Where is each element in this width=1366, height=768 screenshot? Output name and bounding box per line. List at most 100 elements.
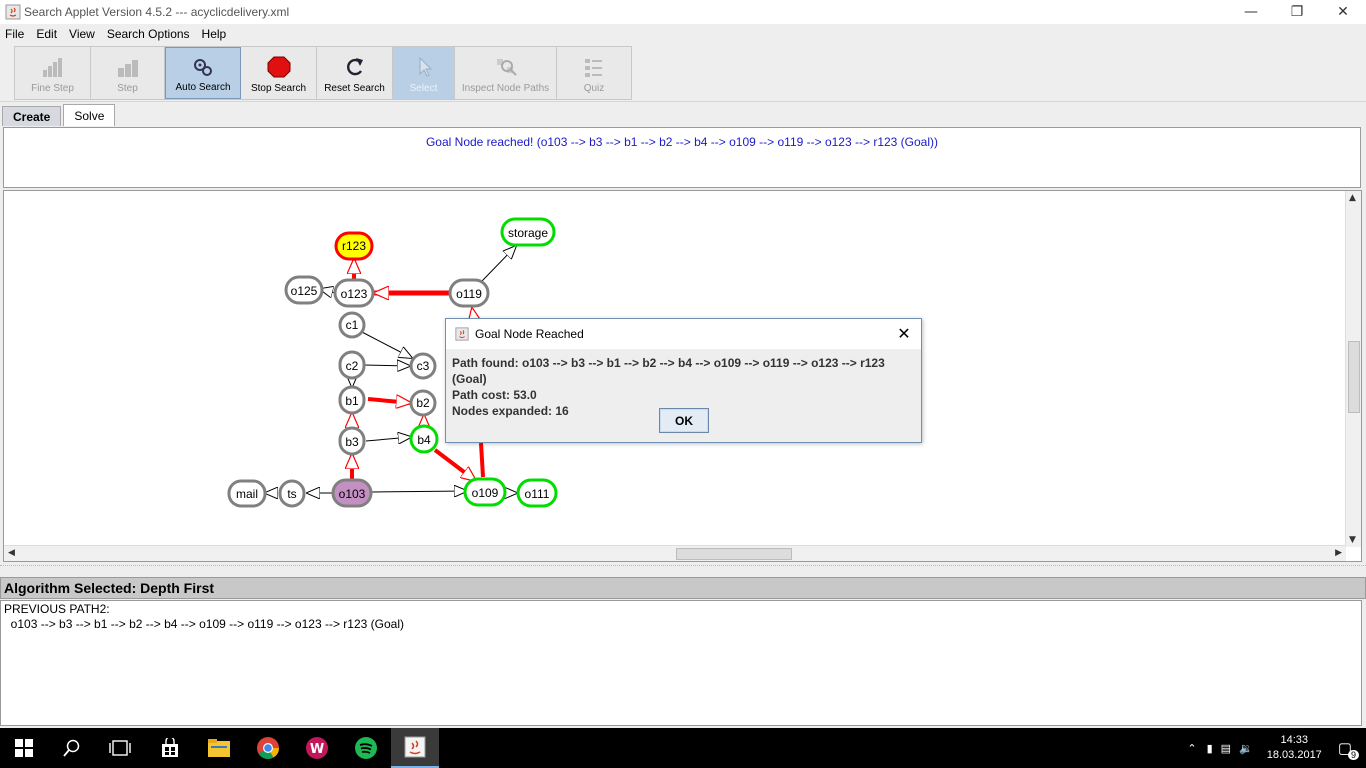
mode-tabs: Create Solve [0,104,116,126]
windows-taskbar: W ⌃ ▮ ▤ 🔉 14:33 18.03.2017 ▢9 [0,728,1366,768]
select-button[interactable]: Select [393,47,455,99]
svg-text:c1: c1 [346,318,359,332]
graph-node[interactable]: b3 [338,426,366,456]
status-panel: Goal Node reached! (o103 --> b3 --> b1 -… [3,127,1361,188]
tab-create[interactable]: Create [2,106,62,126]
svg-text:o103: o103 [339,487,366,501]
scroll-right-icon[interactable]: ▶ [1335,548,1342,558]
quiz-icon [581,55,607,79]
graph-node[interactable]: o103 [331,478,373,508]
clock[interactable]: 14:33 18.03.2017 [1267,733,1322,763]
chrome-icon[interactable] [244,728,292,768]
dialog-path-found: Path found: o103 --> b3 --> b1 --> b2 --… [452,356,885,386]
panel-splitter[interactable] [0,565,1366,575]
graph-node[interactable]: storage [500,217,556,247]
inspect-icon [493,55,519,79]
toolbar: Fine Step Step Auto Search Stop Search R… [0,44,1366,102]
fine-step-icon [40,55,66,79]
svg-text:b4: b4 [417,433,431,447]
windows-start-icon[interactable] [0,728,48,768]
console-line: PREVIOUS PATH2: [4,602,110,616]
auto-search-button[interactable]: Auto Search [165,47,241,99]
edge-c2-c3 [362,365,410,366]
graph-node[interactable]: b4 [409,424,439,454]
svg-text:o111: o111 [525,487,550,501]
svg-text:b1: b1 [345,394,359,408]
menu-file[interactable]: File [5,27,25,41]
step-button[interactable]: Step [91,47,165,99]
quiz-button[interactable]: Quiz [557,47,631,99]
graph-node[interactable]: c3 [409,352,437,380]
scroll-down-icon[interactable]: ▼ [1349,535,1356,545]
file-explorer-icon[interactable] [195,728,243,768]
menu-search-options[interactable]: Search Options [106,27,190,41]
chevron-up-icon[interactable]: ⌃ [1187,742,1197,755]
dialog-title: Goal Node Reached [475,327,584,341]
horizontal-scroll-thumb[interactable] [676,548,792,560]
notification-icon[interactable]: ▢9 [1338,739,1359,760]
close-icon[interactable]: ✕ [1337,4,1349,20]
dialog-titlebar: Goal Node Reached [446,319,921,349]
stop-icon [266,55,292,79]
goal-reached-dialog: Goal Node Reached ✕ Path found: o103 -->… [445,318,922,443]
reset-search-button[interactable]: Reset Search [317,47,393,99]
network-icon[interactable]: ▤ [1220,742,1232,755]
dialog-path-cost: Path cost: 53.0 [452,388,537,402]
restore-icon[interactable]: ❐ [1290,4,1304,20]
graph-node[interactable]: o119 [448,278,490,308]
menu-edit[interactable]: Edit [36,27,58,41]
battery-icon[interactable]: ▮ [1206,742,1213,755]
stop-search-button[interactable]: Stop Search [241,47,317,99]
output-console: PREVIOUS PATH2: o103 --> b3 --> b1 --> b… [0,600,1362,726]
scroll-left-icon[interactable]: ◀ [8,548,15,558]
svg-text:c3: c3 [417,359,430,373]
horizontal-scrollbar[interactable]: ◀ ▶ [4,545,1346,561]
menu-view[interactable]: View [69,27,95,41]
svg-text:mail: mail [236,487,258,501]
tab-solve[interactable]: Solve [63,104,116,126]
scroll-up-icon[interactable]: ▲ [1349,193,1356,203]
menu-help[interactable]: Help [201,27,227,41]
svg-text:c2: c2 [346,359,359,373]
minimize-icon[interactable]: — [1244,4,1258,20]
ok-button[interactable]: OK [659,408,709,433]
vertical-scrollbar[interactable]: ▲ ▼ [1345,191,1361,547]
status-message: Goal Node reached! (o103 --> b3 --> b1 -… [425,135,939,149]
graph-node[interactable]: b1 [338,385,366,415]
spotify-icon[interactable] [342,728,390,768]
menu-bar: File Edit View Search Options Help [0,24,1366,44]
svg-text:o123: o123 [341,287,368,301]
graph-node[interactable]: c1 [338,311,366,339]
edge-b3-b4 [365,437,411,441]
edge-o103-o109 [371,491,467,492]
java-icon[interactable] [391,728,439,768]
task-view-icon[interactable] [96,728,144,768]
clock-time: 14:33 [1280,734,1309,746]
store-icon[interactable] [146,728,194,768]
winamp-icon[interactable]: W [293,728,341,768]
graph-node[interactable]: c2 [338,350,366,380]
graph-node[interactable]: b2 [409,389,437,417]
fine-step-button[interactable]: Fine Step [15,47,91,99]
graph-nodes: r123 storage o125 o123 o119 c1 c2 c3 b1 … [227,217,558,508]
select-cursor-icon [411,55,437,79]
edge-o109-o119 [479,442,485,478]
graph-node[interactable]: ts [278,479,306,508]
graph-node[interactable]: r123 [334,231,374,261]
search-icon[interactable] [48,728,96,768]
search-graph[interactable]: r123 storage o125 o123 o119 c1 c2 c3 b1 … [4,191,1344,546]
graph-node[interactable]: o123 [333,278,375,308]
edge-c1-c3 [359,330,412,358]
auto-search-icon [190,56,216,80]
svg-text:o109: o109 [472,486,499,500]
graph-node[interactable]: o109 [463,477,507,507]
inspect-node-paths-button[interactable]: Inspect Node Paths [455,47,557,99]
volume-icon[interactable]: 🔉 [1239,742,1253,755]
vertical-scroll-thumb[interactable] [1348,341,1360,413]
graph-node[interactable]: o125 [284,275,324,305]
svg-text:ts: ts [287,487,296,501]
clock-date: 18.03.2017 [1266,749,1322,761]
graph-node[interactable]: o111 [516,478,558,508]
close-icon[interactable]: ✕ [897,323,911,343]
graph-node[interactable]: mail [227,479,267,508]
